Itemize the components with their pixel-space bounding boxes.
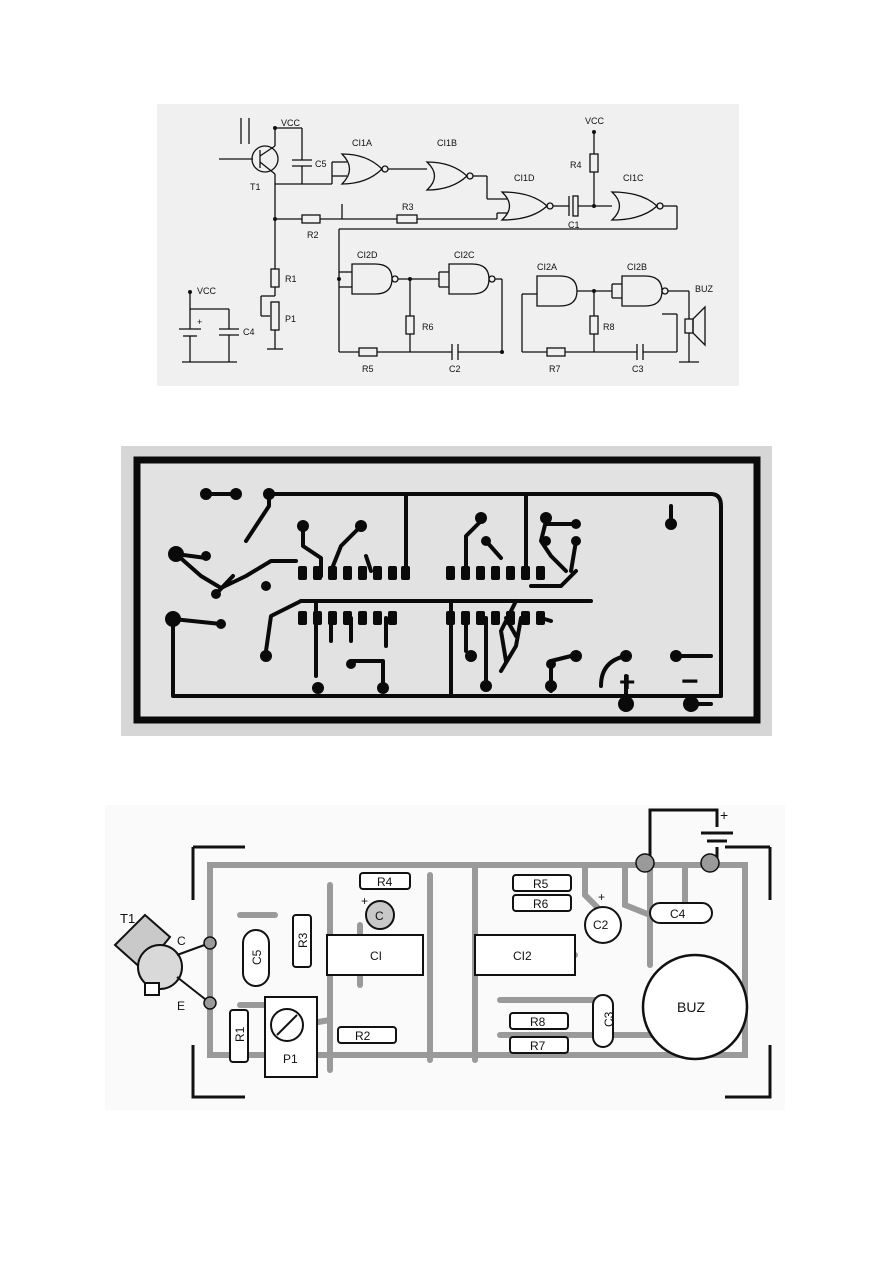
pcb-plus-label: + <box>619 666 635 697</box>
resistor-r6 <box>512 894 572 912</box>
layout-label-r4: R4 <box>377 875 393 889</box>
layout-label-r7: R7 <box>530 1039 546 1053</box>
gate-ci1d <box>500 191 548 221</box>
layout-label-ci2: CI2 <box>513 949 532 963</box>
label-r5: R5 <box>362 364 374 374</box>
label-c4: C4 <box>243 327 255 337</box>
label-r1: R1 <box>285 274 297 284</box>
phototransistor-symbol <box>251 145 279 173</box>
label-ci2a: CI2A <box>537 262 557 272</box>
gate-ci1c <box>610 191 658 221</box>
component-placement: T1 C E C5 R3 R1 P1 R4 + C CI R2 R5 R6 + … <box>105 805 785 1110</box>
label-battery-plus: + <box>197 317 202 327</box>
layout-label-c5: C5 <box>250 949 264 965</box>
gate-ci1b <box>425 161 468 191</box>
label-p1: P1 <box>285 314 296 324</box>
layout-label-plus-c1: + <box>361 894 368 908</box>
layout-label-buz: BUZ <box>677 999 705 1015</box>
layout-label-e: E <box>177 999 185 1013</box>
label-ci2b: CI2B <box>627 262 647 272</box>
resistor-r5 <box>512 874 572 892</box>
layout-label-p1: P1 <box>283 1052 298 1066</box>
resistor-r1 <box>229 1009 249 1063</box>
resistor-r8 <box>509 1012 569 1030</box>
pcb-minus-label: − <box>681 665 699 698</box>
capacitor-c5 <box>242 929 270 987</box>
label-r8: R8 <box>603 322 615 332</box>
circuit-schematic: VCC T1 C5 R2 R1 P1 VCC + C4 CI1A CI1B CI… <box>157 104 739 386</box>
layout-svg: T1 C E C5 R3 R1 P1 R4 + C CI R2 R5 R6 + … <box>113 807 772 1099</box>
label-ci1b: CI1B <box>437 138 457 148</box>
gate-ci2c <box>448 263 490 295</box>
label-c2: C2 <box>449 364 461 374</box>
label-r3: R3 <box>402 202 414 212</box>
pcb-svg: + − <box>133 456 761 724</box>
pcb-copper-layout: + − <box>121 446 772 736</box>
label-ci2c: CI2C <box>454 250 475 260</box>
label-r2: R2 <box>307 230 319 240</box>
layout-label-t1: T1 <box>120 911 135 926</box>
layout-label-r6: R6 <box>533 897 549 911</box>
label-vcc-left: VCC <box>197 286 217 296</box>
resistor-r4 <box>359 872 411 890</box>
label-ci1d: CI1D <box>514 173 535 183</box>
label-buz: BUZ <box>695 284 714 294</box>
ic-ci1 <box>326 934 424 976</box>
label-ci2d: CI2D <box>357 250 378 260</box>
capacitor-c4 <box>649 902 713 924</box>
layout-label-c2: C2 <box>593 918 609 932</box>
gate-ci2b <box>621 275 663 307</box>
gate-ci2a <box>536 275 578 307</box>
capacitor-c1 <box>365 900 395 930</box>
resistor-r2 <box>337 1026 397 1044</box>
phototransistor-t1 <box>113 913 211 1004</box>
layout-label-c4: C4 <box>670 907 686 921</box>
layout-label-r8: R8 <box>530 1015 546 1029</box>
layout-label-r1: R1 <box>233 1026 247 1042</box>
gate-ci2d <box>351 263 393 295</box>
capacitor-c3 <box>592 994 614 1048</box>
label-c1: C1 <box>568 220 580 230</box>
label-ci1a: CI1A <box>352 138 372 148</box>
pcb-border <box>133 456 761 724</box>
schematic-svg: VCC T1 C5 R2 R1 P1 VCC + C4 CI1A CI1B CI… <box>179 116 714 374</box>
layout-label-ci: CI <box>370 949 382 963</box>
resistor-r7 <box>509 1036 569 1054</box>
label-t1: T1 <box>250 182 261 192</box>
layout-label-r2: R2 <box>355 1029 371 1043</box>
gate-ci1a <box>340 153 383 185</box>
label-c5: C5 <box>315 159 327 169</box>
buzzer-symbol <box>684 318 694 334</box>
buzzer <box>641 953 749 1061</box>
layout-label-c1: C <box>375 909 384 923</box>
layout-label-plus-c2: + <box>598 890 605 904</box>
resistor-r3 <box>292 914 312 968</box>
layout-label-battery-plus: + <box>720 807 728 823</box>
capacitor-c2 <box>584 906 622 944</box>
label-vcc-right: VCC <box>585 116 605 126</box>
layout-label-r3: R3 <box>296 932 310 948</box>
label-r6: R6 <box>422 322 434 332</box>
label-c3: C3 <box>632 364 644 374</box>
label-vcc-top: VCC <box>281 118 301 128</box>
label-r7: R7 <box>549 364 561 374</box>
ic-ci2 <box>474 934 576 976</box>
label-ci1c: CI1C <box>623 173 644 183</box>
layout-label-c3: C3 <box>602 1011 616 1027</box>
layout-label-r5: R5 <box>533 877 549 891</box>
label-r4: R4 <box>570 160 582 170</box>
layout-label-c: C <box>177 934 186 948</box>
